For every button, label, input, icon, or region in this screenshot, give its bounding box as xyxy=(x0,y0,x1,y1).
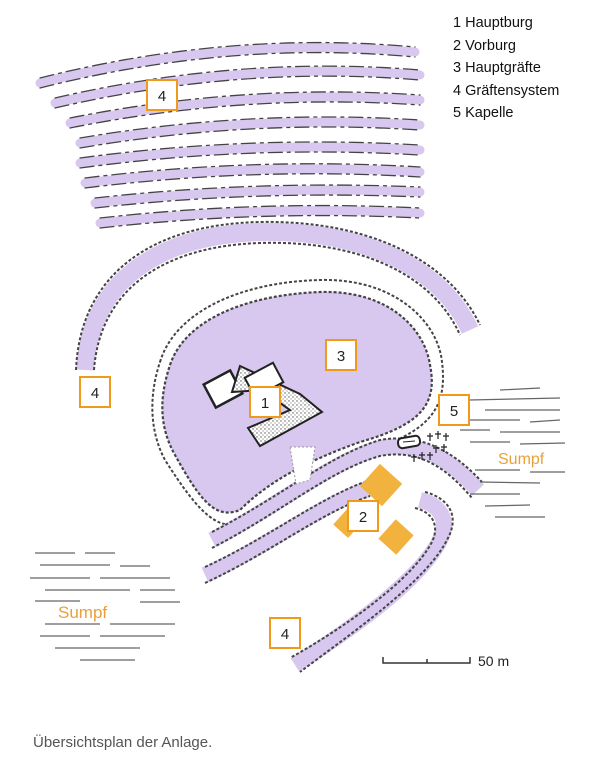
outer-moat-bands xyxy=(35,41,425,229)
legend-item-3: 3 Hauptgräfte xyxy=(453,60,541,76)
swamp-hatching-right xyxy=(460,387,566,518)
marker-2: 2 xyxy=(347,500,379,532)
svg-text:4: 4 xyxy=(158,88,166,105)
svg-text:2: 2 xyxy=(359,509,367,526)
legend: 1 Hauptburg 2 Vorburg 3 Hauptgräfte 4 Gr… xyxy=(453,12,559,125)
sumpf-label-left: Sumpf xyxy=(58,603,107,622)
scale-bar xyxy=(382,657,471,664)
swamp-hatching-left xyxy=(30,552,180,661)
legend-item-1: 1 Hauptburg xyxy=(453,15,533,31)
legend-item-4: 4 Gräftensystem xyxy=(453,82,560,99)
inner-arc-moat xyxy=(75,220,481,371)
marker-4-left: 4 xyxy=(79,376,111,408)
marker-5: 5 xyxy=(438,394,470,426)
svg-text:4: 4 xyxy=(91,385,99,402)
svg-text:5: 5 xyxy=(450,403,458,420)
sumpf-label-right: Sumpf xyxy=(498,451,545,468)
figure-caption: Übersichtsplan der Anlage. xyxy=(33,734,213,751)
marker-4-bottom: 4 xyxy=(269,617,301,649)
svg-text:1: 1 xyxy=(261,395,269,412)
marker-1: 1 xyxy=(249,386,281,418)
marker-3: 3 xyxy=(325,339,357,371)
svg-text:4: 4 xyxy=(281,626,289,643)
lower-channels xyxy=(201,437,484,673)
legend-item-2: 2 Vorburg xyxy=(453,37,516,54)
legend-item-5: 5 Kapelle xyxy=(453,105,514,121)
chapel xyxy=(396,431,449,462)
marker-4-top: 4 xyxy=(146,79,178,111)
svg-text:3: 3 xyxy=(337,348,345,365)
grave-crosses xyxy=(411,431,449,462)
scale-label: 50 m xyxy=(478,653,509,669)
